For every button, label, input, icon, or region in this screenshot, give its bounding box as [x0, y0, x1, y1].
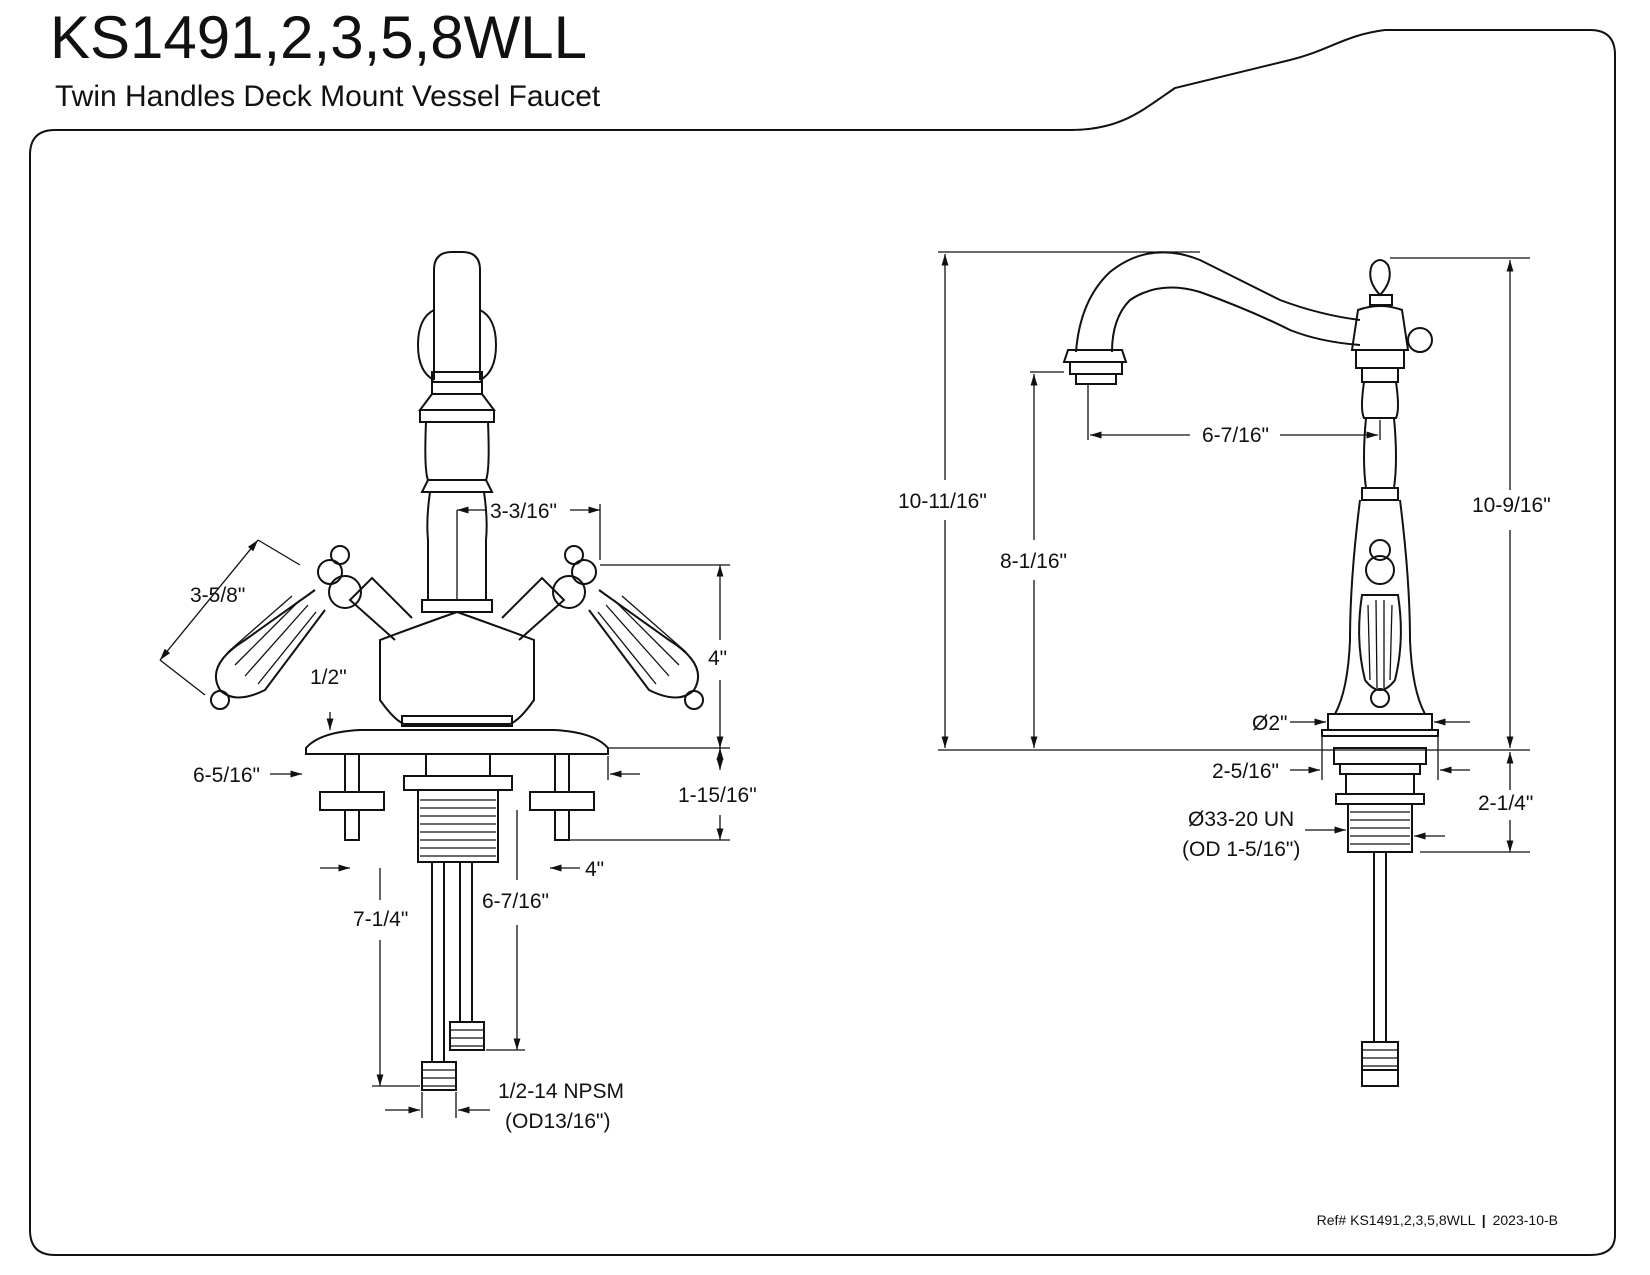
thread-od-side: (OD 1-5/16") [1182, 838, 1300, 861]
side-view-faucet [1062, 251, 1439, 1087]
dim-base-width: 6-5/16" [193, 764, 260, 787]
front-view-dimensions [159, 504, 730, 1118]
thread-od-front: (OD13/16") [505, 1110, 611, 1133]
reference-note: Ref# KS1491,2,3,5,8WLL | 2023-10-B [1317, 1212, 1558, 1228]
dim-handle-height-side: 10-9/16" [1472, 494, 1551, 517]
side-view-dimensions [938, 251, 1530, 853]
dim-spout-height: 8-1/16" [1000, 550, 1067, 573]
thread-spec-side: Ø33-20 UN [1188, 808, 1294, 831]
revision-code: 2023-10-B [1492, 1212, 1558, 1228]
ref-number: Ref# KS1491,2,3,5,8WLL [1316, 1212, 1475, 1228]
dim-handle-spread: 3-3/16" [490, 500, 557, 523]
dim-handle-length: 3-5/8" [190, 584, 245, 607]
dim-handle-height: 4" [708, 647, 727, 670]
dim-shank-length: 1-15/16" [678, 784, 757, 807]
page-title: KS1491,2,3,5,8WLL [50, 4, 588, 71]
dim-hole-diameter: 2-5/16" [1212, 760, 1279, 783]
thread-spec-front: 1/2-14 NPSM [498, 1080, 624, 1103]
ref-separator: | [1481, 1212, 1486, 1228]
page-subtitle: Twin Handles Deck Mount Vessel Faucet [55, 80, 601, 113]
dim-supply-long: 7-1/4" [353, 908, 408, 931]
dim-shank-spacing: 4" [585, 858, 604, 881]
dim-overall-height: 10-11/16" [898, 490, 987, 513]
dim-shank-length-side: 2-1/4" [1478, 792, 1533, 815]
dim-base-diameter: Ø2" [1252, 712, 1287, 735]
dim-spout-reach: 6-7/16" [1202, 424, 1269, 447]
dim-supply-short: 6-7/16" [482, 890, 549, 913]
front-view-faucet [210, 251, 704, 1091]
dim-base-thickness: 1/2" [310, 666, 347, 689]
drawing-frame [29, 29, 1616, 1256]
